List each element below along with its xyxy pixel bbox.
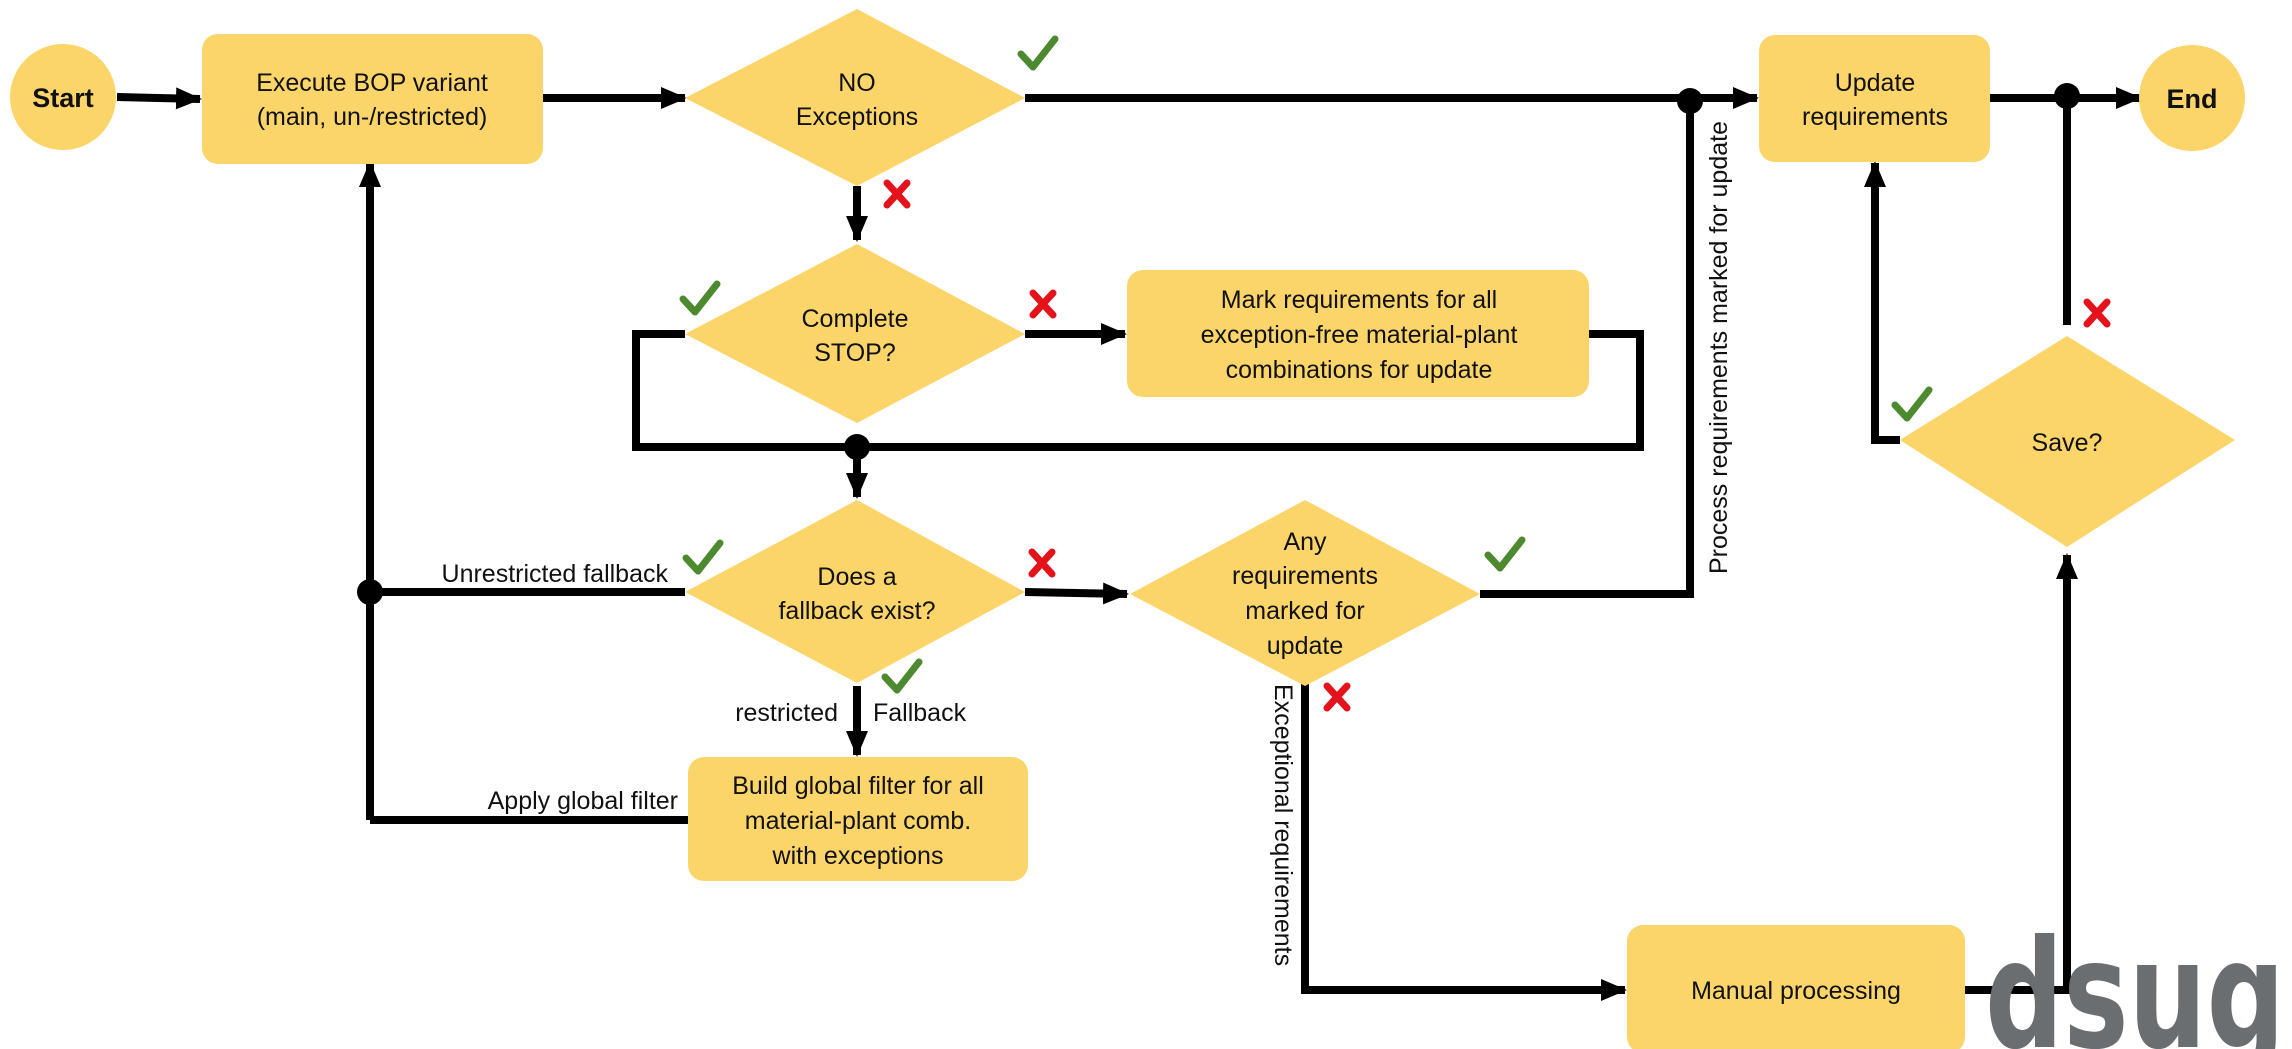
- junction-dot: [1677, 88, 1703, 114]
- edge-labels: Unrestricted fallback restricted Fallbac…: [442, 121, 1733, 966]
- junction-dot: [844, 434, 870, 460]
- execute-bop-label-line2: (main, un-/restricted): [257, 103, 488, 131]
- edge-label-process-requirements: Process requirements marked for update: [1705, 121, 1733, 574]
- check-icon: [1488, 540, 1522, 568]
- junctions: [357, 83, 2080, 605]
- connector-any-to-manual: [1301, 675, 1627, 1001]
- check-icon: [1021, 39, 1055, 67]
- global-filter-box: [688, 757, 1028, 881]
- any-requirements-label-line4: update: [1267, 632, 1343, 660]
- end-node: [2139, 45, 2245, 151]
- no-exceptions-diamond: [685, 9, 1025, 186]
- connector-mark-to-join: [857, 330, 1644, 451]
- end-label: End: [2167, 84, 2218, 114]
- complete-stop-label-line2: STOP?: [814, 339, 896, 367]
- junction-dot: [2054, 83, 2080, 109]
- mark-requirements-label-line3: combinations for update: [1226, 356, 1493, 384]
- connector-manual-to-save: [1965, 553, 2078, 994]
- fallback-exist-diamond: [685, 500, 1025, 683]
- check-icon: [1895, 390, 1929, 418]
- any-requirements-label-line2: requirements: [1232, 562, 1378, 590]
- global-filter-label-line3: with exceptions: [772, 842, 944, 870]
- any-requirements-diamond: [1130, 500, 1480, 686]
- update-requirements-label-line1: Update: [1835, 69, 1916, 97]
- edge-label-fallback: Fallback: [873, 699, 967, 727]
- mark-requirements-label-line1: Mark requirements for all: [1221, 286, 1497, 314]
- execute-bop-box: [202, 34, 543, 164]
- cross-icon: [2087, 302, 2107, 324]
- start-label: Start: [32, 83, 94, 113]
- cross-icon: [1032, 552, 1052, 574]
- dsag-logo: dsug: [1985, 909, 2285, 1049]
- update-requirements-label-line2: requirements: [1802, 103, 1948, 131]
- connector-any-to-update: [1480, 98, 1694, 598]
- cross-icon: [887, 183, 907, 205]
- complete-stop-diamond: [685, 244, 1025, 423]
- mark-requirements-label-line2: exception-free material-plant: [1201, 321, 1518, 349]
- no-exceptions-label-line1: NO: [838, 69, 876, 97]
- connector-start-to-execute: [116, 87, 202, 110]
- node-labels: Start End Execute BOP variant (main, un-…: [32, 69, 2217, 1005]
- manual-processing-box: [1627, 925, 1965, 1049]
- connector-complete-stop-yes-loop: [632, 330, 857, 451]
- complete-stop-label-line1: Complete: [802, 305, 909, 333]
- check-icon: [683, 284, 717, 312]
- connectors: [116, 87, 2142, 1001]
- edge-label-restricted: restricted: [735, 699, 838, 727]
- fallback-exist-label-line2: fallback exist?: [778, 597, 935, 625]
- edge-label-exceptional-requirements: Exceptional requirements: [1269, 684, 1297, 966]
- update-requirements-box: [1759, 35, 1990, 162]
- any-requirements-label-line3: marked for: [1245, 597, 1364, 625]
- cross-icon: [1327, 686, 1347, 708]
- edge-label-apply-global-filter: Apply global filter: [488, 787, 678, 815]
- connector-save-to-update: [1864, 161, 1900, 444]
- cross-icon: [1033, 293, 1053, 315]
- no-exceptions-label-line2: Exceptions: [796, 103, 918, 131]
- junction-dot: [357, 579, 383, 605]
- mark-requirements-box: [1127, 270, 1589, 397]
- save-label: Save?: [2032, 429, 2103, 457]
- any-requirements-label-line1: Any: [1283, 528, 1327, 556]
- edge-label-unrestricted-fallback: Unrestricted fallback: [442, 560, 669, 588]
- start-node: [10, 44, 116, 150]
- execute-bop-label-line1: Execute BOP variant: [256, 69, 488, 97]
- connector-fallback-to-any: [1024, 582, 1129, 605]
- manual-processing-label: Manual processing: [1691, 977, 1901, 1005]
- check-icon: [885, 662, 919, 690]
- save-diamond: [1900, 336, 2235, 547]
- fallback-exist-label-line1: Does a: [817, 563, 896, 591]
- global-filter-label-line2: material-plant comb.: [745, 807, 971, 835]
- check-icon: [686, 543, 720, 571]
- nodes: [10, 9, 2245, 1049]
- global-filter-label-line1: Build global filter for all: [732, 772, 984, 800]
